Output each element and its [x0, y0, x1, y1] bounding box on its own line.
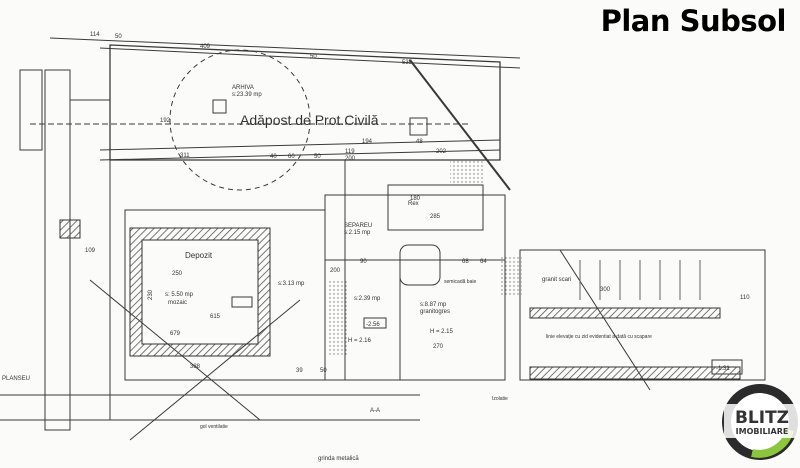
dim: 48: [416, 139, 423, 145]
dim: 202: [436, 149, 447, 155]
stair-note: linie elevație cu zid evidentiat a dată …: [546, 334, 652, 340]
slab-label: PLANSEU: [2, 376, 30, 382]
storage-wall: [129, 227, 271, 357]
dim: 50: [115, 34, 122, 40]
height-main: H = 2.15: [430, 329, 454, 335]
plan-title: Plan Subsol: [600, 4, 787, 38]
dim: 200: [330, 268, 341, 274]
separeu-area: s:2.15 mp: [344, 230, 371, 236]
dim: 409: [200, 44, 211, 50]
dim: 119: [345, 149, 355, 155]
dim: 679: [170, 331, 181, 337]
rex-label: Rex: [408, 201, 419, 207]
dim: 311: [180, 153, 190, 159]
dimension-line-top: [49, 37, 521, 59]
dim: 270: [433, 344, 444, 350]
dim: 192: [160, 118, 171, 124]
dim: 180: [410, 196, 421, 202]
main-area: s:8.87 mp: [420, 302, 447, 308]
level-right: -1.31: [716, 366, 730, 372]
archive-area: s:23.39 mp: [232, 92, 262, 98]
level-hall: -2.56: [366, 322, 380, 328]
blitz-logo: BLITZ IMOBILIARE: [722, 384, 800, 460]
dim: 535: [402, 60, 413, 66]
dim: 285: [430, 214, 441, 220]
insulation-label: Izolatie: [492, 396, 508, 402]
dim: 50: [310, 54, 317, 60]
stair-label: granit scari: [542, 277, 571, 283]
separeu-label: SEPAREU: [344, 223, 372, 229]
hall-area: s:3.13 mp: [278, 281, 305, 287]
height-hall: H = 2.16: [348, 338, 372, 344]
main-floor: granitogres: [420, 309, 450, 315]
dim: 615: [210, 314, 221, 320]
dim: 60: [288, 154, 295, 160]
dim: 39: [296, 368, 303, 374]
dim: 64: [480, 259, 487, 265]
dim: 250: [172, 271, 183, 277]
dim: 230: [148, 289, 154, 300]
dim: 68: [462, 259, 469, 265]
dim: 50: [314, 154, 321, 160]
dim: 40: [270, 154, 277, 160]
dim: 110: [740, 295, 750, 301]
dim: 114: [90, 32, 100, 38]
svg-text:BLITZ: BLITZ: [735, 408, 789, 428]
dim: 200: [345, 156, 356, 162]
dim: 109: [85, 248, 96, 254]
archive-label: ARHIVA: [232, 85, 254, 91]
storage-label: Depozit: [185, 251, 213, 260]
dim: 90: [360, 259, 367, 265]
storage-area: s: 5.50 mp: [165, 292, 194, 298]
dim: 194: [362, 139, 373, 145]
vent-label: gol ventilatie: [200, 424, 228, 430]
bathtub-label: semicadă baie: [444, 279, 476, 285]
wc-area: s:2.39 mp: [354, 296, 381, 302]
shelter-label: Adăpost de Prot.Civilă: [240, 112, 379, 128]
beam-label: grinda metalică: [318, 456, 359, 462]
dim: 300: [600, 287, 611, 293]
section-label: A-A: [370, 408, 380, 414]
dim: 50: [320, 368, 327, 374]
storage-floor: mozaic: [168, 300, 187, 306]
dim: 388: [190, 364, 201, 370]
svg-text:IMOBILIARE: IMOBILIARE: [736, 427, 789, 436]
